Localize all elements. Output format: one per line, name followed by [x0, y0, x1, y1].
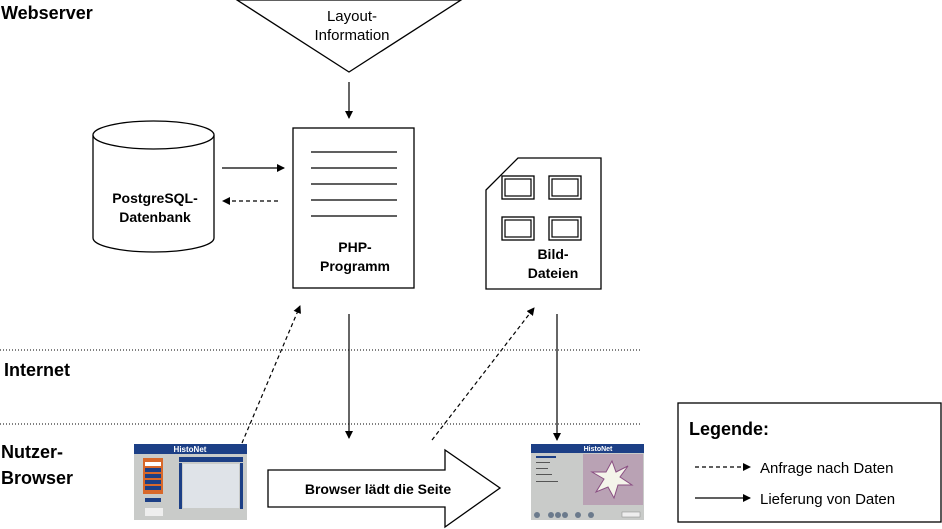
images-label-1: Bild- [537, 246, 568, 262]
image-thumbnail-icon [501, 175, 582, 241]
browser-arrow-label: Browser lädt die Seite [305, 481, 451, 497]
legend: Legende: Anfrage nach Daten Lieferung vo… [677, 402, 942, 523]
database-node: PostgreSQL- Datenbank [92, 120, 215, 253]
legend-request-label: Anfrage nach Daten [760, 460, 893, 477]
zone-label-browser-2: Browser [1, 468, 73, 488]
arrow-browser-request-php [241, 305, 301, 444]
layout-information-node: Layout- Information [235, 0, 463, 73]
legend-title: Legende: [689, 419, 769, 439]
images-label-2: Dateien [528, 265, 579, 281]
screenshot-start-page: HistoNet [134, 444, 247, 520]
php-label-1: PHP- [338, 239, 372, 255]
arrow-browser-request-images [431, 307, 535, 441]
browser-loads-page-arrow: Browser lädt die Seite [267, 448, 502, 529]
layout-info-label-2: Information [314, 27, 389, 44]
php-program-node: PHP- Programm [292, 127, 415, 289]
zone-label-browser-1: Nutzer- [1, 442, 63, 462]
legend-delivery-label: Lieferung von Daten [760, 491, 895, 508]
screenshot-specimen-page: HistoNet [531, 444, 644, 520]
screenshot-logo: HistoNet [174, 445, 207, 454]
image-files-node: Bild- Dateien [485, 157, 602, 290]
database-label-2: Datenbank [119, 209, 191, 225]
php-label-2: Programm [320, 258, 390, 274]
zone-label-webserver: Webserver [1, 3, 93, 23]
layout-info-label-1: Layout- [327, 8, 377, 25]
zone-label-internet: Internet [4, 360, 70, 380]
database-label-1: PostgreSQL- [112, 190, 198, 206]
screenshot-logo: HistoNet [584, 446, 613, 453]
